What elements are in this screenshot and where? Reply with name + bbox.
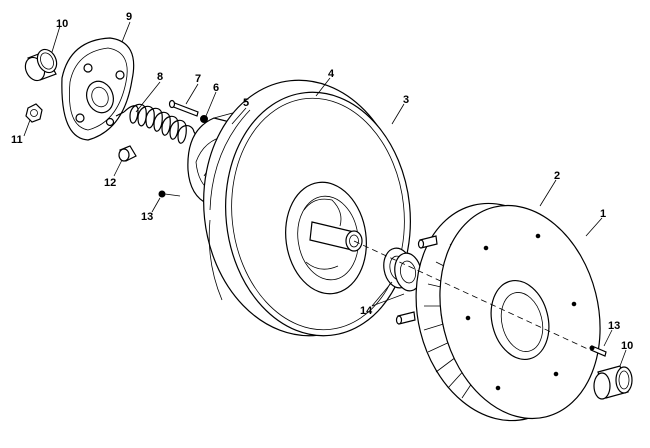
callout-6: 6 (213, 82, 219, 94)
callout-9: 9 (126, 11, 132, 23)
callout-12: 12 (104, 177, 116, 189)
callout-7: 7 (195, 73, 201, 85)
callout-13-left: 13 (141, 211, 153, 223)
part-12-roller (118, 145, 137, 162)
part-9-cover-plate (61, 37, 135, 141)
callout-10-top: 10 (56, 18, 68, 30)
callout-8: 8 (157, 71, 163, 83)
leader-lines (23, 21, 627, 367)
part-10-bushing-top (24, 48, 58, 82)
part-13-screw-right (589, 345, 607, 357)
callout-labels: 10 9 11 12 8 7 6 5 4 3 13 2 1 14 13 10 (11, 11, 633, 352)
part-10-bushing-bottom (593, 365, 633, 400)
callout-14: 14 (360, 305, 373, 317)
callout-4: 4 (328, 68, 335, 80)
callout-10-bottom: 10 (621, 340, 633, 352)
callout-13-right: 13 (608, 320, 620, 332)
part-11-nut (25, 103, 43, 123)
callout-3: 3 (403, 94, 409, 106)
callout-11: 11 (11, 134, 23, 146)
part-6-nut (200, 115, 208, 123)
callout-1: 1 (600, 208, 606, 220)
part-3-4-movable-sheave (203, 79, 411, 337)
callout-2: 2 (554, 170, 560, 182)
part-7-bolt (168, 99, 199, 117)
part-1-2-fixed-sheave (395, 202, 601, 422)
part-13-screw-left (158, 190, 181, 198)
callout-5: 5 (243, 97, 249, 109)
